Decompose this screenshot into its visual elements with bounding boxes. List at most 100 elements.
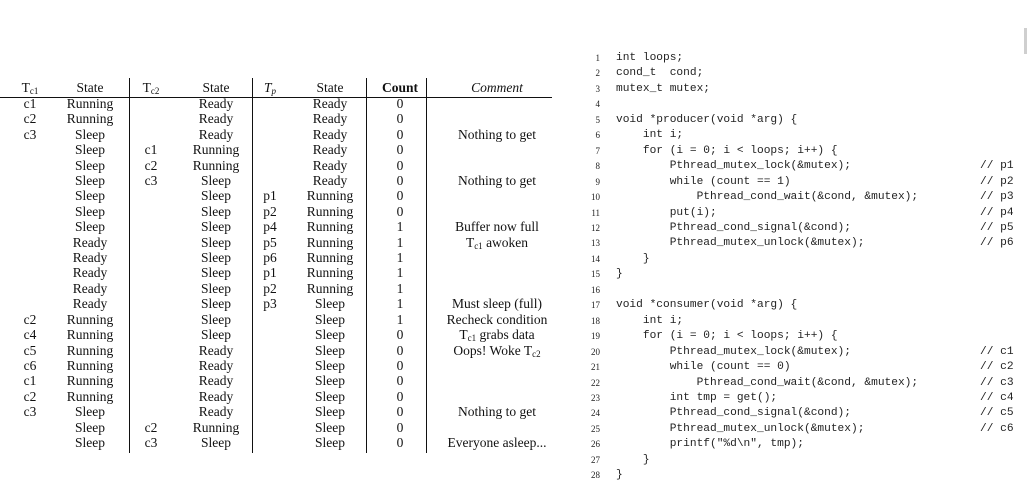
- cell-comment: Nothing to get: [458, 404, 536, 420]
- cell-s3: Ready: [312, 157, 348, 173]
- code-text: Pthread_mutex_unlock(&mutex);: [616, 422, 865, 435]
- code-text: for (i = 0; i < loops; i++) {: [616, 144, 838, 157]
- cell-s3: Running: [306, 188, 354, 204]
- code-line: 26 printf("%d\n", tmp);: [560, 437, 1027, 452]
- cell-s2: Running: [192, 142, 240, 158]
- cell-tc1: c5: [23, 342, 37, 358]
- cell-s2: Sleep: [201, 434, 231, 450]
- cell-tc2: c2: [144, 419, 158, 435]
- line-number: 26: [591, 439, 600, 450]
- column-divider-comment: [426, 78, 427, 453]
- line-number: 22: [591, 377, 600, 388]
- cell-tp: p1: [263, 188, 277, 204]
- cell-s2: Sleep: [201, 203, 231, 219]
- cell-tp: p4: [263, 219, 277, 235]
- cell-s3: Sleep: [315, 373, 345, 389]
- scroll-edge: [1024, 28, 1027, 54]
- line-number: 2: [595, 68, 601, 79]
- code-line: 24 Pthread_cond_signal(&cond);// c5: [560, 406, 1027, 421]
- code-text: Pthread_cond_wait(&cond, &mutex);: [616, 376, 919, 389]
- code-line: 20 Pthread_mutex_lock(&mutex);// c1: [560, 345, 1027, 360]
- cell-s1: Ready: [72, 250, 108, 266]
- cell-s1: Running: [66, 342, 114, 358]
- cell-s2: Running: [192, 419, 240, 435]
- cell-s2: Sleep: [201, 327, 231, 343]
- cell-tp: p6: [263, 250, 277, 266]
- line-number: 27: [591, 454, 600, 465]
- cell-s1: Sleep: [75, 173, 105, 189]
- cell-count: 0: [396, 96, 404, 111]
- cell-s3: Running: [306, 250, 354, 266]
- cell-tc1: c1: [23, 373, 37, 389]
- code-line: 8 Pthread_mutex_lock(&mutex);// p1: [560, 159, 1027, 174]
- cell-s2: Ready: [198, 373, 234, 389]
- cell-s3: Ready: [312, 173, 348, 189]
- code-text: Pthread_mutex_lock(&mutex);: [616, 160, 851, 173]
- code-line: 27 }: [560, 453, 1027, 468]
- line-number: 14: [591, 253, 600, 264]
- code-line: 9 while (count == 1)// p2: [560, 175, 1027, 190]
- code-text: }: [616, 469, 623, 482]
- cell-count: 0: [396, 173, 404, 189]
- cell-count: 0: [396, 404, 404, 420]
- cell-s3: Running: [306, 203, 354, 219]
- line-number: 4: [595, 99, 601, 110]
- cell-s1: Sleep: [75, 219, 105, 235]
- code-line: 6 int i;: [560, 128, 1027, 143]
- code-line: 13 Pthread_mutex_unlock(&mutex);// p6: [560, 236, 1027, 251]
- code-line: 21 while (count == 0)// c2: [560, 360, 1027, 375]
- code-comment: // c6: [980, 422, 1014, 435]
- cell-s1: Sleep: [75, 157, 105, 173]
- cell-s3: Sleep: [315, 327, 345, 343]
- cell-s3: Running: [306, 219, 354, 235]
- code-text: while (count == 0): [616, 361, 791, 374]
- cell-s3: Ready: [312, 96, 348, 111]
- cell-tc1: c6: [23, 357, 37, 373]
- cell-count: 0: [396, 111, 404, 127]
- cell-count: 0: [396, 142, 404, 158]
- cell-tp: p5: [263, 234, 277, 250]
- cell-s1: Sleep: [75, 188, 105, 204]
- line-number: 11: [591, 207, 600, 218]
- line-number: 16: [591, 284, 600, 295]
- cell-s3: Running: [306, 280, 354, 296]
- cell-count: 0: [396, 357, 404, 373]
- cell-s1: Ready: [72, 280, 108, 296]
- header-divider: [0, 97, 552, 98]
- cell-count: 1: [396, 234, 404, 250]
- line-number: 18: [591, 315, 600, 326]
- cell-s2: Sleep: [201, 219, 231, 235]
- line-number: 23: [591, 392, 600, 403]
- cell-s3: Sleep: [315, 419, 345, 435]
- code-comment: // c1: [980, 345, 1014, 358]
- cell-tp: p2: [263, 280, 277, 296]
- cell-count: 0: [396, 388, 404, 404]
- cell-comment: Everyone asleep...: [447, 434, 547, 450]
- header-state-tc1: State: [76, 80, 104, 95]
- cell-s2: Sleep: [201, 311, 231, 327]
- line-number: 5: [595, 114, 601, 125]
- cell-s2: Ready: [198, 111, 234, 127]
- cell-s1: Sleep: [75, 126, 105, 142]
- cell-s3: Running: [306, 265, 354, 281]
- cell-s2: Sleep: [201, 250, 231, 266]
- cell-s3: Sleep: [315, 357, 345, 373]
- code-line: 12 Pthread_cond_signal(&cond);// p5: [560, 221, 1027, 236]
- cell-comment: Oops! Woke Tc2: [453, 342, 541, 359]
- cell-s1: Ready: [72, 296, 108, 312]
- cell-count: 0: [396, 157, 404, 173]
- code-text: }: [616, 453, 650, 466]
